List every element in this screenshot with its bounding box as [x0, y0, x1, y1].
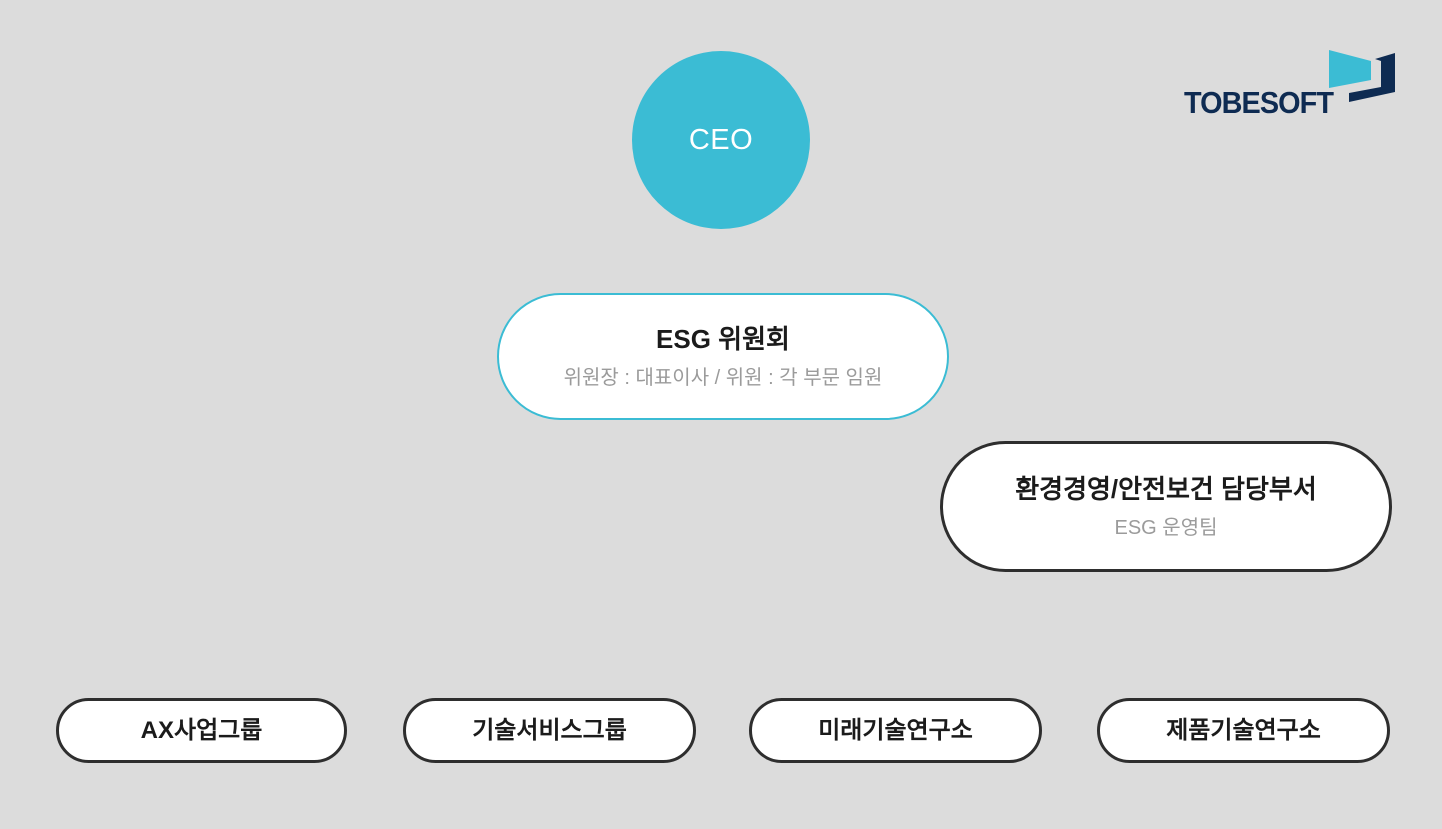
env-safety-dept-subtitle: ESG 운영팀 [1114, 516, 1218, 539]
group-node-product-tech-lab: 제품기술연구소 [1097, 698, 1390, 763]
tobesoft-wordmark: TOBESOFT [1184, 85, 1334, 120]
ceo-node: CEO [632, 51, 810, 229]
ceo-label: CEO [688, 123, 754, 156]
tobesoft-flag-icon [1329, 50, 1395, 102]
group-node-tech-service: 기술서비스그룹 [403, 698, 696, 763]
group-node-ax-business: AX사업그룹 [56, 698, 347, 763]
esg-committee-title: ESG 위원회 [656, 324, 790, 355]
env-safety-dept-title: 환경경영/안전보건 담당부서 [1015, 474, 1317, 505]
tobesoft-logo: TOBESOFT [1180, 44, 1400, 124]
group-node-label: AX사업그룹 [140, 716, 263, 744]
esg-committee-subtitle: 위원장 : 대표이사 / 위원 : 각 부문 임원 [563, 366, 883, 389]
group-node-label: 제품기술연구소 [1166, 716, 1321, 744]
group-node-future-tech-lab: 미래기술연구소 [749, 698, 1042, 763]
esg-committee-node: ESG 위원회 위원장 : 대표이사 / 위원 : 각 부문 임원 [497, 293, 949, 420]
env-safety-dept-node: 환경경영/안전보건 담당부서 ESG 운영팀 [940, 441, 1392, 572]
group-node-label: 미래기술연구소 [818, 716, 973, 744]
group-node-label: 기술서비스그룹 [472, 716, 627, 744]
